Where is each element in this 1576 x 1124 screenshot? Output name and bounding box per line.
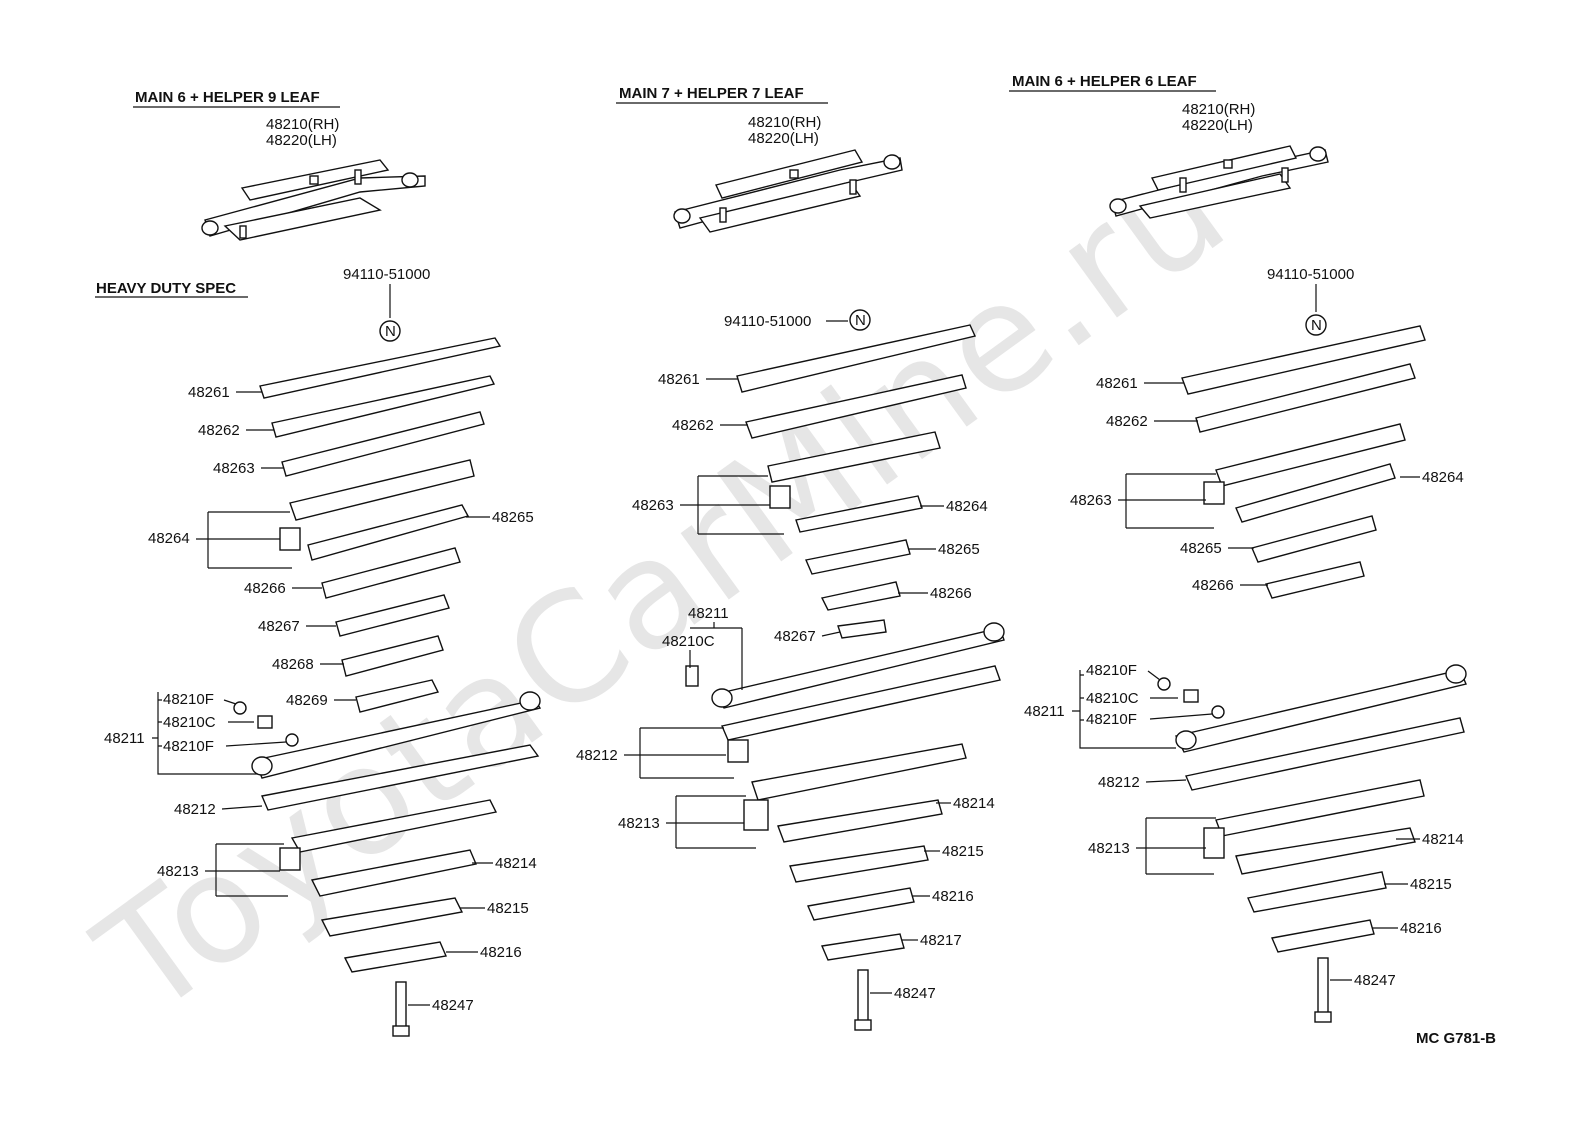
- col3-n-marker-label: N: [1311, 317, 1322, 334]
- col1-assembly-lh: 48220(LH): [266, 132, 337, 149]
- col2-label-48217: 48217: [920, 932, 962, 949]
- col1-label-48211: 48211: [104, 730, 145, 747]
- col1-assembly-illustration: [201, 159, 426, 241]
- col3-label-48212: 48212: [1098, 774, 1140, 791]
- col3-label-48210F-b: 48210F: [1086, 711, 1137, 728]
- col3-label-48211: 48211: [1024, 703, 1065, 720]
- col2-label-48263: 48263: [632, 497, 674, 514]
- col1-label-48213: 48213: [157, 863, 199, 880]
- col3-label-48216: 48216: [1400, 920, 1442, 937]
- col1-header: MAIN 6 + HELPER 9 LEAF: [135, 89, 320, 106]
- col3-assembly-illustration: [1109, 145, 1329, 219]
- col1-label-48215: 48215: [487, 900, 529, 917]
- col3-label-48215: 48215: [1410, 876, 1452, 893]
- col1-label-48263: 48263: [213, 460, 255, 477]
- col3-label-48262: 48262: [1106, 413, 1148, 430]
- col2-label-48214: 48214: [953, 795, 995, 812]
- col3-label-48261: 48261: [1096, 375, 1138, 392]
- col2-label-48213: 48213: [618, 815, 660, 832]
- col1-leaves: [233, 337, 542, 1037]
- col3-label-48213: 48213: [1088, 840, 1130, 857]
- column-2: MAIN 7 + HELPER 7 LEAF 48210(RH) 48220(L…: [576, 85, 1005, 1031]
- col1-label-48212: 48212: [174, 801, 216, 818]
- col1-label-48262: 48262: [198, 422, 240, 439]
- col3-label-48247: 48247: [1354, 972, 1396, 989]
- col1-sub-header: HEAVY DUTY SPEC: [96, 280, 236, 297]
- col2-assembly-lh: 48220(LH): [748, 130, 819, 147]
- col1-label-48269: 48269: [286, 692, 328, 709]
- col2-label-48247: 48247: [894, 985, 936, 1002]
- col2-label-48266: 48266: [930, 585, 972, 602]
- col2-n-marker: [849, 309, 871, 331]
- col2-label-48210C: 48210C: [662, 633, 715, 650]
- diagram-code: MC G781-B: [1416, 1030, 1496, 1047]
- column-3: MAIN 6 + HELPER 6 LEAF 48210(RH) 48220(L…: [1009, 73, 1467, 1023]
- col3-leaves: [1157, 325, 1467, 1023]
- col2-label-48216: 48216: [932, 888, 974, 905]
- col3-label-48266: 48266: [1192, 577, 1234, 594]
- col1-label-48214: 48214: [495, 855, 537, 872]
- col1-label-48210C: 48210C: [163, 714, 216, 731]
- col2-assembly-rh: 48210(RH): [748, 114, 821, 131]
- col1-label-48268: 48268: [272, 656, 314, 673]
- col1-label-48216: 48216: [480, 944, 522, 961]
- col3-label-48214: 48214: [1422, 831, 1464, 848]
- col3-label-48210C: 48210C: [1086, 690, 1139, 707]
- col1-label-48266: 48266: [244, 580, 286, 597]
- col2-label-48211: 48211: [688, 605, 729, 622]
- col3-label-48265: 48265: [1180, 540, 1222, 557]
- col3-n-marker: [1305, 314, 1327, 336]
- col3-label-48263: 48263: [1070, 492, 1112, 509]
- col1-n-marker: [379, 320, 401, 342]
- col2-label-48212: 48212: [576, 747, 618, 764]
- col1-assembly-rh: 48210(RH): [266, 116, 339, 133]
- col2-label-48261: 48261: [658, 371, 700, 388]
- col1-label-48265: 48265: [492, 509, 534, 526]
- col1-label-48261: 48261: [188, 384, 230, 401]
- col2-label-48262: 48262: [672, 417, 714, 434]
- col3-label-48264: 48264: [1422, 469, 1464, 486]
- col3-label-48210F-a: 48210F: [1086, 662, 1137, 679]
- col3-header: MAIN 6 + HELPER 6 LEAF: [1012, 73, 1197, 90]
- col2-bolt-ref: 94110-51000: [724, 313, 811, 330]
- col3-bolt-ref: 94110-51000: [1267, 266, 1354, 283]
- col3-assembly-rh: 48210(RH): [1182, 101, 1255, 118]
- col2-n-marker-label: N: [855, 312, 866, 329]
- col2-assembly-illustration: [673, 149, 903, 233]
- col1-label-48267: 48267: [258, 618, 300, 635]
- column-1: MAIN 6 + HELPER 9 LEAF 48210(RH) 48220(L…: [95, 89, 542, 1037]
- col2-label-48267: 48267: [774, 628, 816, 645]
- col1-label-48210F-a: 48210F: [163, 691, 214, 708]
- col2-label-48264: 48264: [946, 498, 988, 515]
- col2-label-48265: 48265: [938, 541, 980, 558]
- col2-header: MAIN 7 + HELPER 7 LEAF: [619, 85, 804, 102]
- col2-label-48215: 48215: [942, 843, 984, 860]
- col1-n-marker-label: N: [385, 323, 396, 340]
- col1-bolt-ref: 94110-51000: [343, 266, 430, 283]
- col1-label-48210F-b: 48210F: [163, 738, 214, 755]
- col3-assembly-lh: 48220(LH): [1182, 117, 1253, 134]
- col1-label-48247: 48247: [432, 997, 474, 1014]
- col1-label-48264: 48264: [148, 530, 190, 547]
- col2-leaves: [685, 324, 1005, 1031]
